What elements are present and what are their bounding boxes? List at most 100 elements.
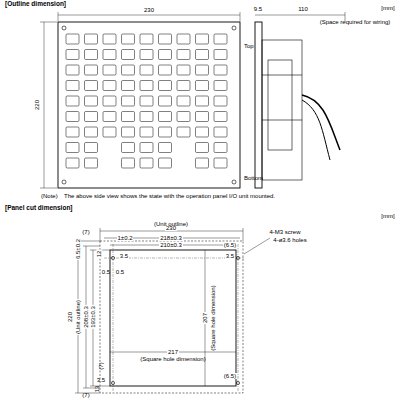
key-cap — [103, 34, 116, 44]
key-cap — [140, 127, 153, 137]
key-cap — [103, 81, 116, 91]
dimension-label: 220 — [34, 99, 40, 111]
section-heading: [Outline dimension] — [4, 1, 67, 8]
key-cap — [103, 127, 116, 137]
key-cap — [66, 112, 79, 122]
key-cap — [103, 96, 116, 106]
key-cap — [66, 65, 79, 75]
dimension-label: 218±0.3 — [159, 235, 183, 241]
key-cap — [196, 81, 209, 91]
dimension-label: 9.5 — [253, 6, 263, 12]
dimension-label: 207 — [202, 312, 208, 324]
key-cap — [66, 127, 79, 137]
key-cap — [214, 34, 227, 44]
key-cap — [140, 50, 153, 60]
key-cap — [140, 65, 153, 75]
key-cap — [214, 65, 227, 75]
key-cap — [140, 96, 153, 106]
dimension-label: (7) — [81, 392, 90, 398]
key-cap — [122, 81, 135, 91]
dimension-label: 0.5 — [101, 269, 111, 275]
key-cap — [66, 81, 79, 91]
dimension-label: The above side view shows the state with… — [63, 193, 276, 199]
dimension-label: [mm] — [380, 5, 395, 11]
dimension-label: 3.5 — [119, 253, 129, 259]
key-cap — [159, 34, 172, 44]
key-cap — [122, 50, 135, 60]
key-cap — [196, 34, 209, 44]
dimension-label: Top — [243, 43, 255, 49]
key-cap — [140, 158, 153, 168]
key-cap — [140, 112, 153, 122]
dimension-label: 230 — [143, 7, 155, 13]
key-cap — [177, 50, 190, 60]
key-cap — [85, 158, 98, 168]
key-cap — [214, 143, 227, 153]
dimension-label: (Unit outline) — [75, 299, 81, 335]
key-cap — [122, 127, 135, 137]
key-cap — [140, 143, 153, 153]
key-cap — [177, 112, 190, 122]
key-cap — [122, 158, 135, 168]
cut-dimension-lines — [75, 228, 243, 393]
dimension-label: 1±0.2 — [117, 235, 134, 241]
key-cap — [85, 81, 98, 91]
dimension-label: 0.5 — [115, 269, 125, 275]
key-cap — [159, 158, 172, 168]
key-cap — [122, 112, 135, 122]
key-cap — [159, 81, 172, 91]
dimension-label: 208±0.3 — [83, 305, 89, 329]
key-cap — [159, 96, 172, 106]
key-cap — [66, 34, 79, 44]
key-cap — [66, 96, 79, 106]
key-cap — [85, 112, 98, 122]
key-cap — [196, 127, 209, 137]
key-cap — [214, 127, 227, 137]
key-cap — [66, 158, 79, 168]
dimension-label: 4-ø3.6 holes — [272, 237, 307, 243]
key-cap — [140, 34, 153, 44]
key-cap — [196, 112, 209, 122]
key-cap — [159, 127, 172, 137]
key-cap — [122, 34, 135, 44]
dimension-label: 110 — [297, 6, 309, 12]
key-cap — [196, 158, 209, 168]
key-cap — [177, 81, 190, 91]
key-cap — [196, 96, 209, 106]
key-cap — [103, 65, 116, 75]
key-cap — [140, 81, 153, 91]
key-cap — [177, 34, 190, 44]
dimension-label: (Space required for wiring) — [319, 19, 392, 25]
dimension-label: (Square hole dimension) — [139, 356, 206, 362]
dimension-label: (Unit outline) — [153, 221, 189, 227]
key-cap — [103, 112, 116, 122]
key-cap — [214, 50, 227, 60]
dimension-label: 12 — [96, 250, 102, 259]
dimension-label: Bottom — [243, 175, 264, 181]
key-cap — [85, 127, 98, 137]
dimension-lines — [40, 12, 345, 188]
key-cap — [196, 143, 209, 153]
key-cap — [159, 143, 172, 153]
dimension-label: 6.5±0.2 — [75, 238, 81, 260]
dimension-label: (7) — [98, 361, 104, 370]
key-cap — [177, 127, 190, 137]
dimension-label: 3.5 — [96, 377, 106, 383]
key-cap — [85, 143, 98, 153]
key-cap — [66, 50, 79, 60]
front-view — [58, 22, 240, 188]
dimension-label: 4-M3 screw — [268, 229, 301, 235]
dimension-label: 13 — [94, 385, 100, 394]
key-cap — [85, 50, 98, 60]
key-cap — [122, 65, 135, 75]
key-cap — [122, 96, 135, 106]
dimension-label: 210±0.3 — [159, 242, 183, 248]
dimension-label: (6.5) — [223, 242, 237, 248]
dimension-label: [mm] — [380, 213, 395, 219]
key-cap — [214, 96, 227, 106]
dimension-label: 193±0.3 — [90, 305, 96, 329]
key-cap — [177, 65, 190, 75]
section-heading: [Panel cut dimension] — [4, 205, 74, 212]
key-cap — [85, 96, 98, 106]
